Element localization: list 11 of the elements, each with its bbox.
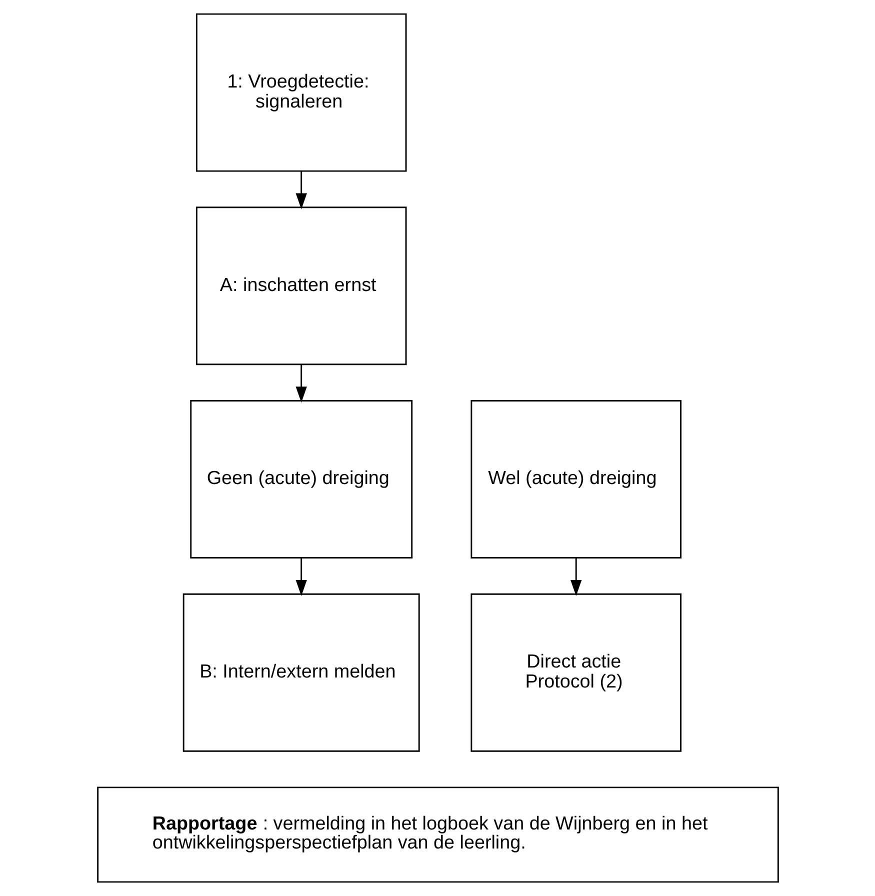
arrow — [295, 171, 306, 210]
arrow — [570, 558, 582, 596]
node-box: Wel (acute) dreiging — [470, 400, 681, 558]
node-box: Direct actie Protocol (2) — [470, 593, 681, 752]
arrow — [295, 558, 306, 596]
arrow — [295, 364, 306, 403]
node-box: Geen (acute) dreiging — [190, 400, 412, 558]
node-box: Rapportage: vermelding in het logboek van de Wijnberg en in het ontwikkelingsperspectiefplan van de leerling. — [96, 786, 778, 883]
node-box: B: Intern/extern melden — [182, 593, 420, 752]
node-box: 1: Vroegdetectie: signaleren — [195, 13, 406, 172]
node-box: A: inschatten ernst — [195, 206, 406, 366]
